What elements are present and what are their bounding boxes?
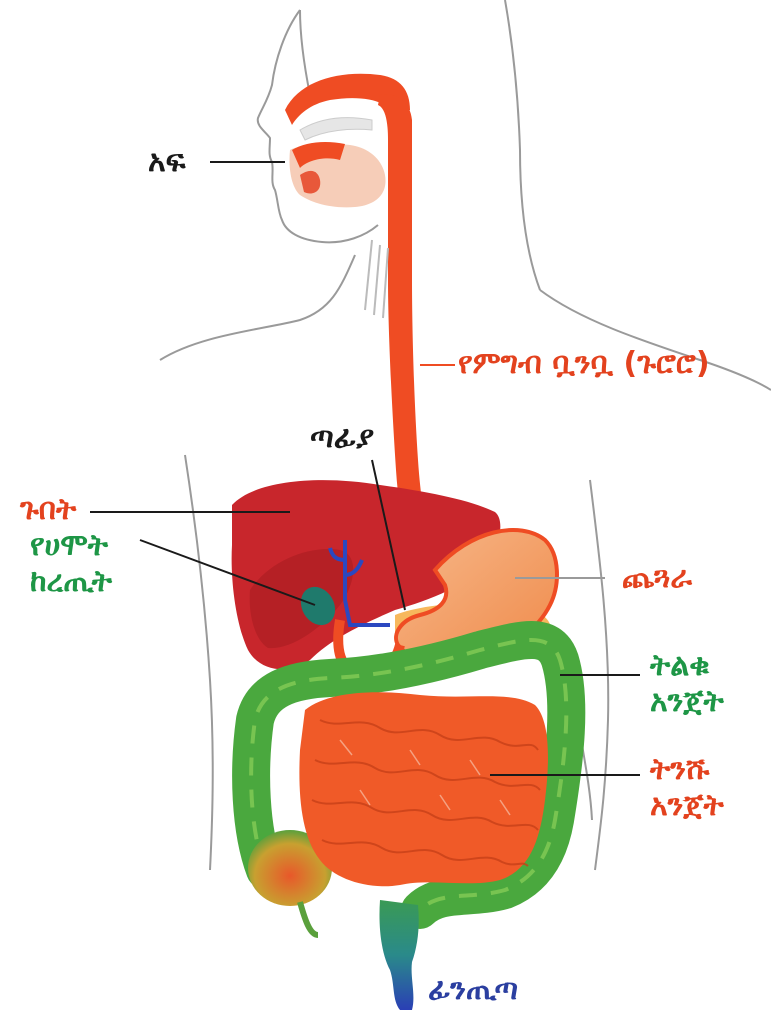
label-pancreas: ጣፊያ [310,420,374,456]
label-large-intestine-line2: አንጀት [650,684,724,720]
label-gallbladder: የሀሞት ከረጢት [30,528,112,600]
label-small-intestine-line1: ትንሹ [650,752,724,788]
label-anus: ፊንጢጣ [428,972,518,1008]
label-small-intestine: ትንሹ አንጀት [650,752,724,824]
rectum-shape [379,900,418,1010]
label-small-intestine-line2: አንጀት [650,788,724,824]
label-large-intestine: ትልቁ አንጀት [650,648,724,720]
trachea-lines [365,240,388,318]
label-gallbladder-line2: ከረጢት [30,564,112,600]
label-gallbladder-line1: የሀሞት [30,528,112,564]
label-esophagus: የምግብ ቧንቧ (ጉሮሮ) [458,346,710,382]
label-stomach: ጨጓራ [622,560,692,596]
label-liver: ጉበት [20,492,76,528]
small-intestine-shape [299,692,548,886]
label-large-intestine-line1: ትልቁ [650,648,724,684]
label-mouth: አፍ [148,144,185,180]
